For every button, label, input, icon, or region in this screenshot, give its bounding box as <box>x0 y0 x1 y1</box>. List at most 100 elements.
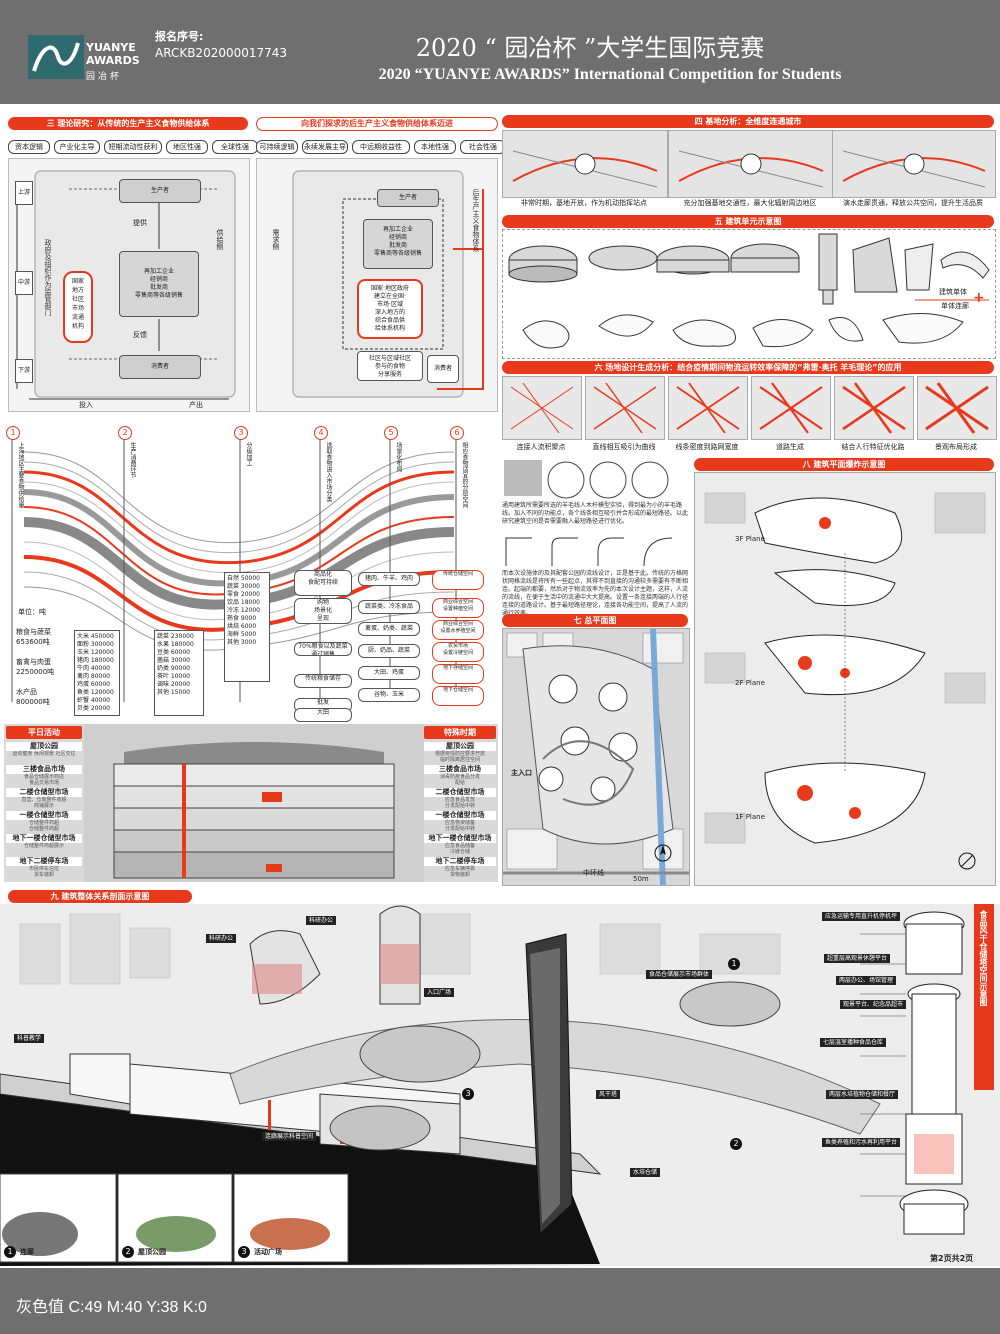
box-consumer-right: 消费者 <box>427 355 459 383</box>
logo-subtitle: 园冶杯 <box>86 72 123 82</box>
section9-label-11: 观景平台、纪念品超市 <box>840 1000 907 1009</box>
sankey-mid-5: 大田 <box>294 708 352 722</box>
floor-3f-label: 3F Plane <box>735 535 765 543</box>
stage-number-4: 5 <box>384 426 398 440</box>
site-design-caption-0: 连接人流积聚点 <box>516 443 566 451</box>
activity-left-name-2: 二楼仓储型市场 <box>6 788 82 797</box>
activity-right-sub-5: 应急车辆停靠 货物装卸 <box>444 866 475 878</box>
stage-title-0: 上海地区主要食物供给量 <box>17 442 24 508</box>
left-stat-value-1: 2250000吨 <box>16 668 55 676</box>
left-stat-value-2: 800000吨 <box>16 698 50 706</box>
registration-number: ARCKB202000017743 <box>155 46 288 60</box>
sankey-col4_items-1: 蔬菜 30000 <box>227 583 260 590</box>
chip-right-2: 中远期收益性 <box>352 140 410 154</box>
left-stat-title-1: 畜禽与肉蛋 <box>16 658 51 666</box>
site-design-caption-4: 结合人行特征优化路 <box>841 443 905 451</box>
activity-right-sub-3: 应急物资储备 分发配给中转 <box>444 820 475 832</box>
sankey-col2_items-1: 面粉 300000 <box>77 641 114 648</box>
floor-2f-label: 2F Plane <box>735 679 765 687</box>
floor-1f-label: 1F Plane <box>735 813 765 821</box>
section7-title: 七 总平面图 <box>502 614 688 627</box>
sankey-mid-3: 传统粮食储存 <box>294 674 352 688</box>
site-design-image-1 <box>585 376 665 440</box>
stage-title-2: 分级加工 <box>245 442 252 466</box>
sankey-mid-1: 购物 场景化 呈现 <box>294 598 352 624</box>
site-design-image-4 <box>834 376 914 440</box>
section9-label-9: 超重层高观景休憩平台 <box>824 954 891 963</box>
section-perspective-drawing <box>0 904 1000 1266</box>
site-design-svg-0 <box>510 382 574 434</box>
logo-line2: AWARDS <box>86 54 140 67</box>
special-period-title: 特殊时期 <box>424 726 496 739</box>
node-downstream: 下游 <box>15 359 33 383</box>
site-design-image-3 <box>751 376 831 440</box>
section9-label-0: 科研办公 <box>306 916 337 925</box>
site-design-caption-5: 景观布局形成 <box>935 443 977 451</box>
section9-label-2: 入口广场 <box>424 988 455 997</box>
section9-label-14: 鱼类养殖和污水再利用平台 <box>822 1138 901 1147</box>
sankey-col4_items-6: 烘焙 6000 <box>227 623 257 630</box>
note-government: 政府及组织作为监管部门 <box>44 239 52 316</box>
chip-left-3: 地区性强 <box>166 140 208 154</box>
gray-value-label: 灰色值 C:49 M:40 Y:38 K:0 <box>16 1299 207 1316</box>
site-design-image-2 <box>668 376 748 440</box>
site-analysis-caption-2: 演水走廊贯通，释放公共空间，提升生活品质 <box>843 199 983 207</box>
title-chinese: 2020 “ 园冶杯 ”大学生国际竞赛 <box>415 34 765 62</box>
sankey-col3_items-2: 豆类 60000 <box>157 649 190 656</box>
site-analysis-caption-1: 充分加强基地交通性，最大化辐射周边地区 <box>683 199 817 207</box>
stage-number-0: 1 <box>6 426 20 440</box>
section9-title: 九 建筑整体关系剖面示意图 <box>8 890 192 903</box>
sankey-col2_items-9: 贝类 20000 <box>77 705 110 712</box>
stage-number-1: 2 <box>118 426 132 440</box>
section5-title: 五 建筑单元示意图 <box>502 215 994 228</box>
master-plan-drawing <box>503 629 689 885</box>
stage-title-5: 相应食物适宜的分层空间 <box>461 442 468 508</box>
box-processors: 再加工企业 经销商 批发商 零售商等各级销售 <box>119 251 199 317</box>
stage-title-3: 选取食物进入市场分类 <box>325 442 332 502</box>
box-institutions: 国家 地方 社区 市场 流通 机构 <box>63 271 93 343</box>
activity-left-name-3: 一楼仓储型市场 <box>6 811 82 820</box>
activity-right-sub-2: 应急食品发放 分发配给中转 <box>444 797 475 809</box>
frei-otto-block: 通用建筑所需要所选的羊毛线人木杆模型实验，得到最为小的羊毛路线。加入不同的功能点… <box>502 458 688 617</box>
sankey-col3_items-6: 调味 20000 <box>157 681 190 688</box>
tower-title: 食品风干仓储塔空间示意图 <box>979 910 988 1006</box>
inset-label-2: 活动广场 <box>254 1248 282 1256</box>
section9-label-1: 科研办公 <box>206 934 237 943</box>
site-design-svg-2 <box>676 382 740 434</box>
site-design-caption-2: 线条密度到路网宽度 <box>675 443 739 451</box>
activity-left-sub-2: 直营、仓库整件商超 商铺展示 <box>21 797 67 809</box>
sankey-col4_items-2: 零食 20000 <box>227 591 260 598</box>
box-consumer: 消费者 <box>119 355 201 379</box>
box-producer-right: 生产者 <box>377 189 439 207</box>
section-callout-0: 1 <box>728 958 740 970</box>
activity-left-sub-1: 食品仓储展示商店 食品交易市场 <box>23 774 64 786</box>
footer-band <box>0 1268 1000 1334</box>
section3-title-left: 三 理论研究：从传统的生产主义食物供给体系 <box>8 117 248 130</box>
sankey-right-red-1: 商业综合空间 设置种植空间 <box>432 598 484 618</box>
activity-right-name-1: 三楼食品市场 <box>424 765 496 774</box>
node-midstream: 中游 <box>15 271 33 295</box>
stage-title-1: 生产消费环节 <box>129 442 136 478</box>
sankey-right-mid-0: 猪肉、牛羊、鸡肉 <box>358 572 420 586</box>
registration-label: 报名序号: <box>155 30 204 43</box>
activity-left-sub-4: 仓储整件商超展示 <box>23 843 64 849</box>
site-analysis-image-2 <box>832 130 996 198</box>
left-stat-title-0: 粮食与蔬菜 <box>16 628 51 636</box>
activity-section-image: 平日活动 特殊时期 屋顶公园运动健身 休闲观景 社区交往三楼食品市场食品仓储展示… <box>4 724 498 882</box>
sankey-col3_items-1: 水果 180000 <box>157 641 194 648</box>
section9-label-8: 应急运输专用直升机停机坪 <box>822 912 901 921</box>
activity-right-name-5: 地下二楼停车场 <box>424 857 496 866</box>
flow-label-provide: 提供 <box>133 219 147 227</box>
sankey-col3_items-5: 茶叶 10000 <box>157 673 190 680</box>
inset-number-0: 1 <box>4 1246 16 1258</box>
site-analysis-image-0 <box>502 130 668 198</box>
activity-left-name-1: 三楼食品市场 <box>6 765 82 774</box>
weekday-activity-title: 平日活动 <box>6 726 82 739</box>
activity-right-sub-1: 消毒防疫食品分发 配给 <box>439 774 480 786</box>
middle-ring-road-label: 中环线 <box>583 869 604 877</box>
header-band <box>0 0 1000 104</box>
legend-building-unit: 建筑单体 <box>939 288 967 296</box>
sankey-col3_items-4: 奶类 90000 <box>157 665 190 672</box>
